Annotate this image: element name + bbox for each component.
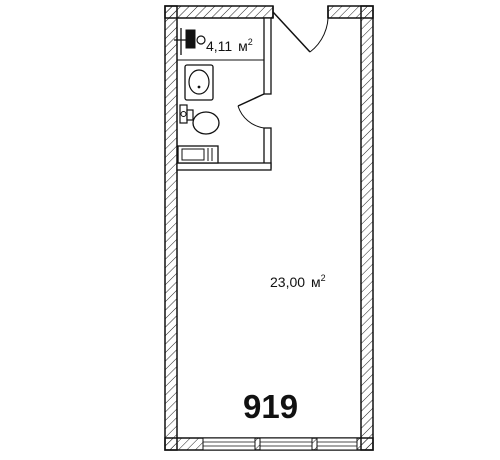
bathroom-door — [237, 93, 265, 129]
toilet — [179, 104, 220, 135]
outer-walls — [164, 5, 374, 451]
bathroom-walls — [176, 17, 272, 171]
window — [316, 437, 358, 451]
bathroom-area-label: 4,11 м2 — [206, 37, 253, 54]
entrance-door — [272, 6, 329, 53]
bottom-wall — [164, 437, 374, 451]
window — [202, 437, 256, 451]
living-room-area-label: 23,00 м2 — [270, 273, 326, 290]
sink — [184, 64, 214, 101]
unit-number: 919 — [243, 388, 298, 425]
shower-fixture — [174, 28, 206, 55]
window — [259, 437, 313, 451]
washing-machine — [177, 145, 219, 164]
